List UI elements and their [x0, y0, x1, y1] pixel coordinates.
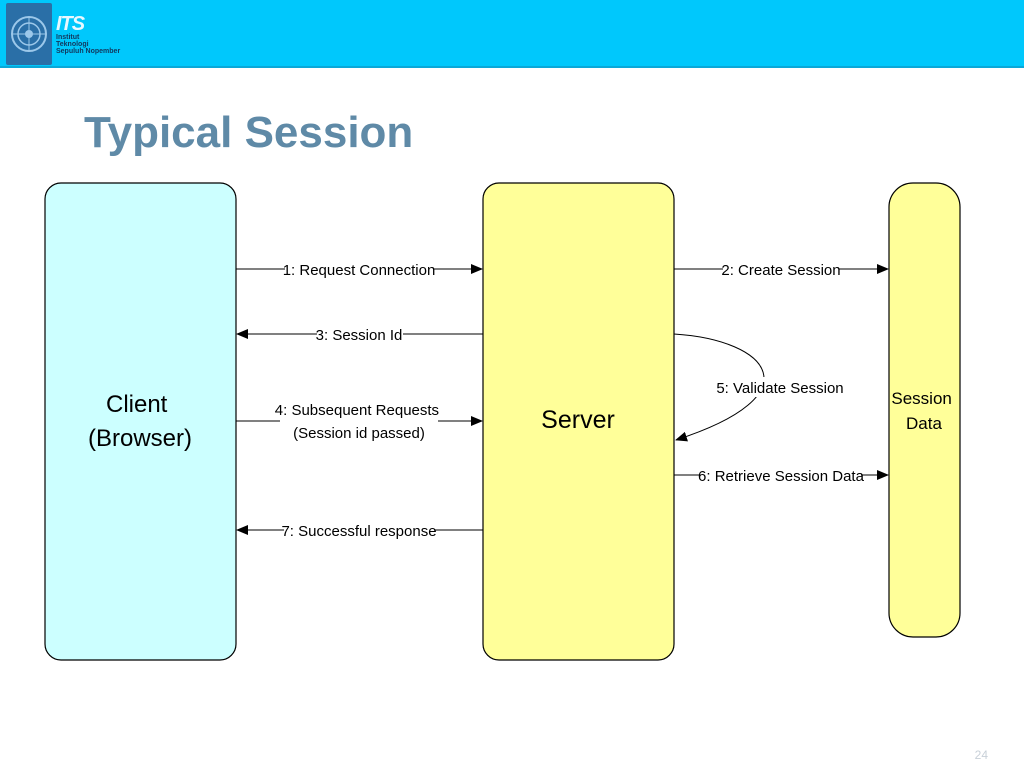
arrow-validate-session	[673, 333, 765, 442]
label-bg	[723, 259, 839, 279]
client-label-line: Client	[106, 391, 168, 418]
session-data-label-line: Session	[891, 389, 951, 408]
label-bg	[317, 324, 403, 344]
logo-line: Teknologi	[56, 41, 89, 48]
message-6-label: 6: Retrieve Session Data	[698, 468, 865, 485]
message-6-text: 6: Retrieve Session Data	[698, 468, 865, 485]
message-5-label: 5: Validate Session	[716, 380, 843, 397]
server-box	[482, 182, 675, 661]
label-bg	[717, 377, 843, 397]
session-data-box	[888, 182, 961, 638]
message-1-text: 1: Request Connection	[283, 262, 436, 279]
header-bar: ITS Institut Teknologi Sepuluh Nopember	[0, 0, 1024, 68]
server-label-line: Server	[541, 406, 615, 434]
message-2-text: 2: Create Session	[721, 262, 840, 279]
logo-line: Sepuluh Nopember	[56, 48, 121, 55]
label-bg	[285, 259, 433, 279]
message-7-label: 7: Successful response	[281, 523, 436, 540]
logo-line: Institut	[56, 34, 80, 41]
session-data-label-line: Data	[906, 414, 942, 433]
message-3-label: 3: Session Id	[316, 327, 403, 344]
message-4-text: 4: Subsequent Requests	[275, 402, 439, 419]
its-logo: ITS Institut Teknologi Sepuluh Nopember	[56, 14, 120, 55]
client-label-line: (Browser)	[88, 425, 192, 452]
slide-title: Typical Session	[84, 108, 414, 157]
its-logo-emblem	[6, 3, 52, 65]
label-bg	[284, 520, 434, 540]
message-4-label: 4: Subsequent Requests (Session id passe…	[275, 402, 443, 442]
label-bg	[701, 465, 861, 485]
server-label: Server	[541, 406, 615, 434]
message-5-text: 5: Validate Session	[716, 380, 843, 397]
client-box	[44, 182, 237, 661]
session-data-label: Session Data	[891, 389, 956, 433]
message-7-text: 7: Successful response	[281, 523, 436, 540]
message-4-text: (Session id passed)	[293, 425, 425, 442]
message-1-label: 1: Request Connection	[283, 262, 436, 279]
message-3-text: 3: Session Id	[316, 327, 403, 344]
message-2-label: 2: Create Session	[721, 262, 840, 279]
client-label: Client (Browser)	[88, 391, 192, 452]
page-number: 24	[974, 748, 988, 762]
logo-abbr: ITS	[56, 13, 85, 35]
label-bg	[280, 400, 438, 444]
